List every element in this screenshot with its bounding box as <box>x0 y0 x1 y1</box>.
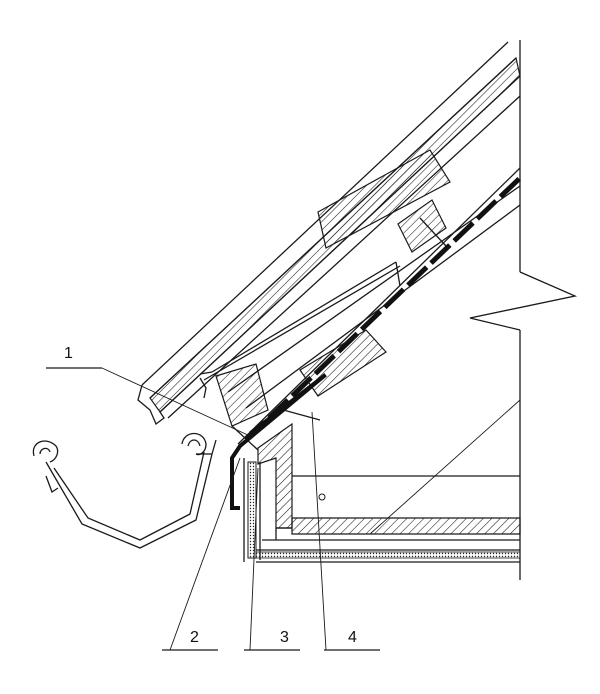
callout-label-1: 1 <box>64 345 73 362</box>
callout-label-2: 2 <box>190 629 199 646</box>
ceiling-slab <box>255 399 521 563</box>
callout-label-4: 4 <box>348 629 357 646</box>
gutter <box>32 432 217 549</box>
eave-block <box>215 329 387 529</box>
battens <box>317 149 451 253</box>
wall-outline <box>469 40 578 580</box>
wall-insulation <box>243 458 261 562</box>
drip-flashing <box>230 373 327 510</box>
rafter <box>199 167 522 445</box>
callout-label-3: 3 <box>280 629 289 646</box>
callout-leaders <box>46 367 380 651</box>
